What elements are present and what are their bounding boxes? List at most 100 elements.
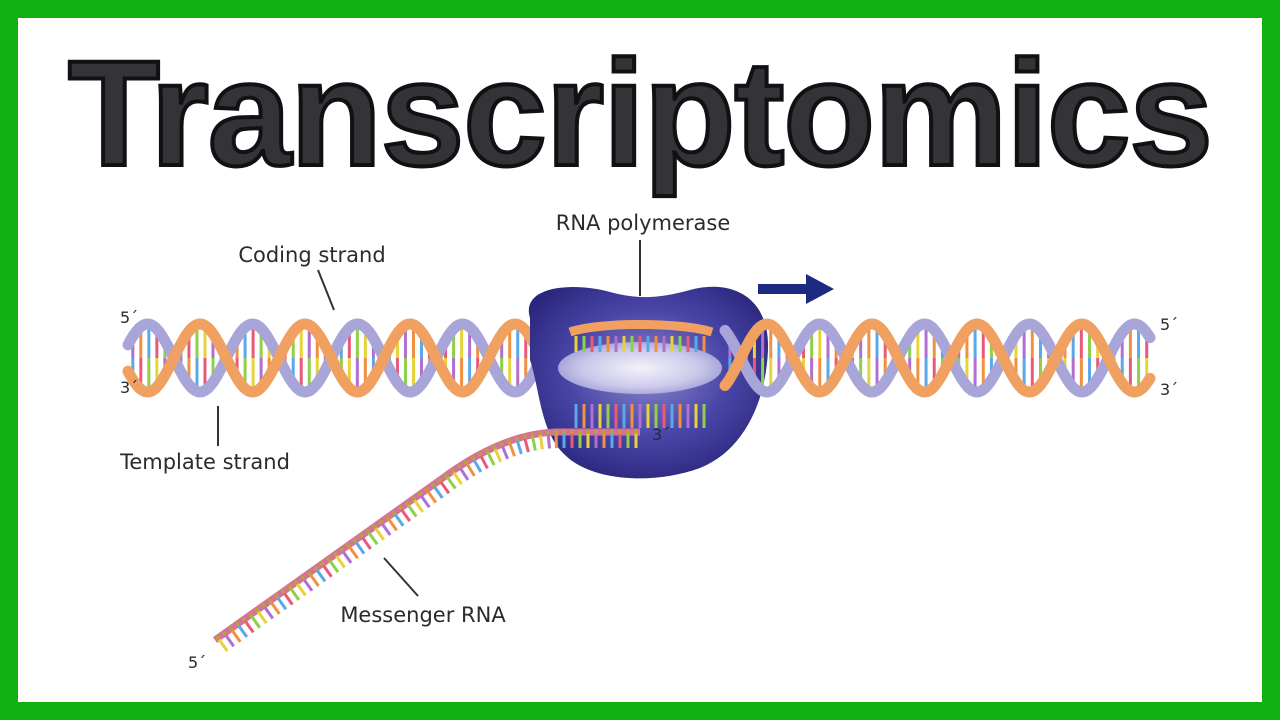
mrna-base [321,562,333,578]
mrna-base [500,443,509,460]
mrna-base [262,604,275,620]
mrna-base [360,535,372,550]
mrna-base [288,586,301,601]
mrna-nucleotide [443,473,449,478]
page-title: Transcriptomics [66,27,1215,199]
mrna-nucleotide [522,434,527,439]
mrna-base [223,632,235,648]
mrna-nucleotide [398,505,403,511]
mrna-nucleotide [417,492,423,497]
mrna-base [236,623,249,638]
mrna-nucleotide [430,482,436,488]
mrna-nucleotide [577,429,583,435]
mrna-nucleotide [254,607,260,613]
mrna-base [386,516,398,532]
messenger-rna-leader [383,557,419,597]
mrna-base [229,627,242,643]
mrna-nucleotide [404,501,410,506]
mrna-base [327,558,340,573]
mrna-base [522,436,530,453]
mrna-nucleotide [470,456,476,461]
mrna-base [530,434,537,451]
mrna-nucleotide [585,429,591,435]
mrna-base [457,465,470,481]
messenger-rna-strand [212,428,640,652]
mrna-base [464,461,476,477]
mrna-base [379,521,392,536]
coding-strand [719,318,1156,398]
dna-helix-left [122,318,551,398]
mrna-base [399,507,412,522]
coding-strand-leader [317,269,335,311]
left-3-prime-label: 3´ [120,378,138,397]
mrna-nucleotide [320,561,325,566]
mrna-nucleotide [346,543,351,548]
coding-strand-open [568,320,714,337]
mrna-nucleotide [514,436,519,441]
mrna-nucleotide [339,547,344,552]
mrna-nucleotide [625,429,631,435]
mrna-nucleotide [222,631,227,636]
mrna-nucleotide [365,529,371,534]
mrna-nucleotide [391,510,397,515]
mrna-base [366,530,379,546]
mrna-base [373,525,385,541]
right-3-prime-label: 3´ [1160,380,1178,399]
mrna-nucleotide [267,598,273,603]
mrna-nucleotide [593,429,599,435]
mrna-nucleotide [372,524,377,529]
dna-helix-right [719,318,1156,398]
mrna-base [255,609,268,624]
mrna-base [478,453,489,470]
mrna-base [334,553,346,569]
mrna-nucleotide [274,594,279,599]
mrna-nucleotide [248,612,253,617]
mrna-base [444,474,457,490]
mrna-nucleotide [359,533,364,539]
mrna-nucleotide [424,487,429,492]
mrna-nucleotide [333,552,338,557]
mrna-base [515,438,523,455]
mrna-nucleotide [294,580,299,585]
mrna-base [485,449,496,466]
mrna-nucleotide [450,468,455,474]
mrna-base [507,440,516,457]
mrna-3-prime-label: 3´ [652,425,670,444]
mrna-nucleotide [300,575,305,580]
right-5-prime-label: 5´ [1160,315,1178,334]
mrna-nucleotide [537,431,543,436]
mrna-base [216,637,229,652]
mrna-base [294,581,307,597]
rna-polymerase-label: RNA polymerase [556,211,731,235]
mrna-nucleotide [215,635,221,641]
mrna-nucleotide [545,430,551,435]
transcription-bubble [558,342,722,394]
mrna-base [307,572,320,587]
mrna-base [314,567,327,583]
mrna-base [471,457,483,473]
mrna-nucleotide [352,538,357,543]
mrna-nucleotide [280,589,286,594]
mrna-base [249,613,262,629]
mrna-nucleotide [569,429,575,435]
mrna-nucleotide [633,429,639,435]
mrna-base [340,548,353,564]
mrna-base [451,470,463,485]
mrna-nucleotide [313,566,318,571]
bubble-bases [568,320,714,428]
left-5-prime-label: 5´ [120,308,138,327]
mrna-base [431,484,444,499]
mrna-base [268,599,281,615]
mrna-nucleotide [484,448,490,453]
mrna-nucleotide [561,429,567,435]
mrna-base [546,432,551,449]
mrna-base [538,433,544,450]
mrna-nucleotide [499,441,504,447]
mrna-nucleotide [457,464,462,469]
mrna-base [353,539,366,555]
mrna-nucleotide [261,603,266,608]
mrna-nucleotide [530,432,535,437]
mrna-base [418,493,431,509]
mrna-nucleotide [506,439,512,444]
mrna-nucleotide [235,621,240,627]
